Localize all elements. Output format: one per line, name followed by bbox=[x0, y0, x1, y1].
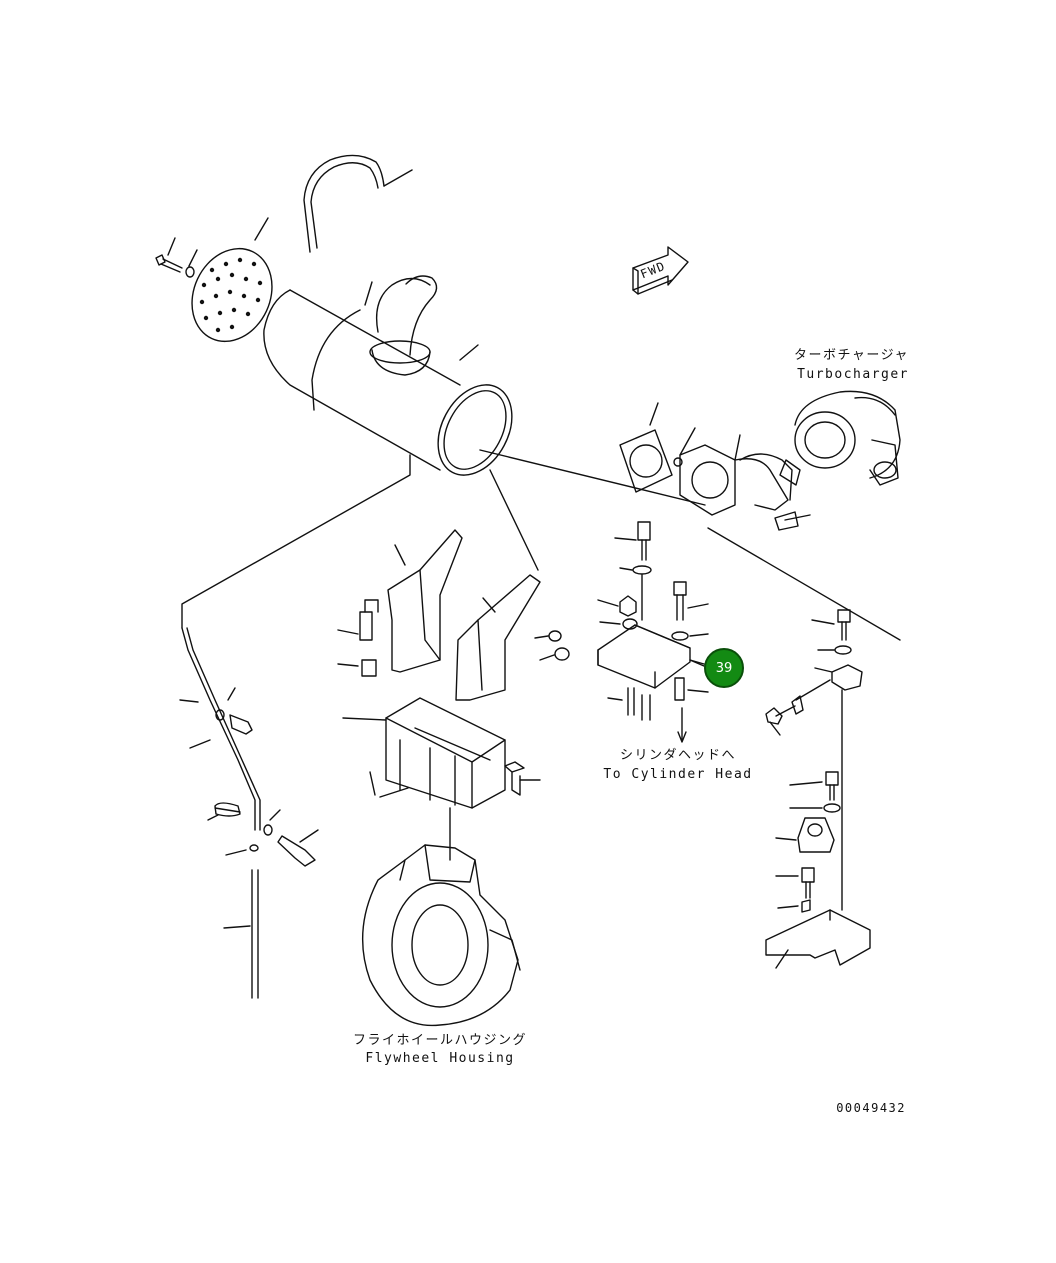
mounting-platform bbox=[342, 697, 541, 861]
turbocharger-label-en: Turbocharger bbox=[797, 367, 909, 382]
flywheel-housing-part bbox=[362, 844, 521, 1027]
right-mount-bracket bbox=[765, 609, 871, 969]
flange-bolt-holes bbox=[199, 257, 263, 333]
callout-39-leader bbox=[689, 659, 705, 667]
support-brackets bbox=[337, 529, 570, 701]
flange-bolt bbox=[155, 237, 198, 278]
muffler-assembly bbox=[191, 154, 513, 476]
callout-39-button[interactable]: 39 bbox=[704, 648, 744, 688]
flywheel-housing-label-jp: フライホイールハウジング bbox=[352, 1033, 528, 1048]
turbocharger-part bbox=[779, 390, 901, 486]
left-rod-bracket bbox=[179, 627, 319, 999]
connecting-tubes bbox=[181, 449, 901, 641]
flywheel-housing-label-en: Flywheel Housing bbox=[365, 1051, 515, 1066]
cylinder-head-label-jp: シリンダヘッドへ bbox=[619, 748, 737, 763]
turbocharger-label-jp: ターボチャージャ bbox=[794, 348, 909, 363]
gasket-flange bbox=[619, 402, 811, 531]
fwd-arrow-icon bbox=[632, 246, 689, 295]
drawing-number: 00049432 bbox=[836, 1101, 906, 1115]
callout-39-number: 39 bbox=[715, 660, 733, 676]
cylinder-head-mount bbox=[597, 521, 709, 743]
cylinder-head-label-en: To Cylinder Head bbox=[603, 767, 753, 782]
